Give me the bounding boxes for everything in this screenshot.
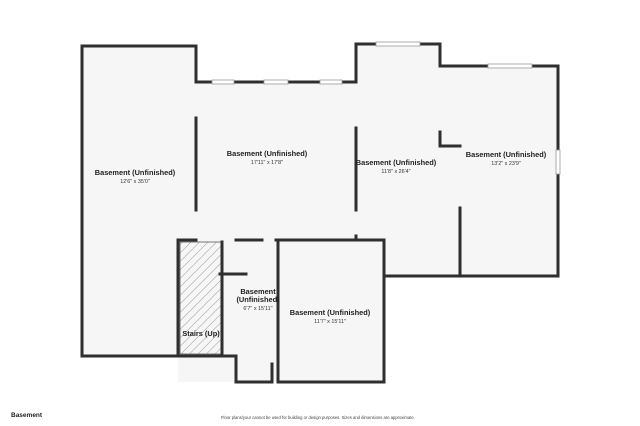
room-2-name: Basement (Unfinished) — [227, 149, 308, 158]
room-3-dim: 11'8" x 26'4" — [381, 169, 410, 175]
floor-fill — [82, 44, 558, 382]
room-5-dim: 6'7" x 15'11" — [243, 306, 272, 312]
room-6-dim: 11'7" x 15'11" — [314, 319, 346, 325]
room-4-name: Basement (Unfinished) — [466, 150, 547, 159]
room-1-name: Basement (Unfinished) — [95, 168, 176, 177]
room-3-name: Basement (Unfinished) — [356, 158, 437, 167]
room-4-dim: 13'2" x 23'9" — [491, 161, 521, 167]
stairs-hatch — [179, 241, 223, 355]
disclaimer: Floor plans/your cannot be used for buil… — [221, 415, 415, 420]
stairs-label: Stairs (Up) — [182, 329, 220, 338]
room-6-name: Basement (Unfinished) — [290, 308, 371, 317]
windows — [211, 41, 561, 175]
room-2-dim: 17'11" x 17'8" — [251, 160, 283, 166]
floor-label: Basement — [11, 412, 43, 419]
room-1-dim: 12'6" x 35'0" — [120, 179, 150, 185]
room-5-name-line1: Basement — [240, 287, 276, 296]
room-5-name-line2: (Unfinished) — [236, 295, 280, 304]
